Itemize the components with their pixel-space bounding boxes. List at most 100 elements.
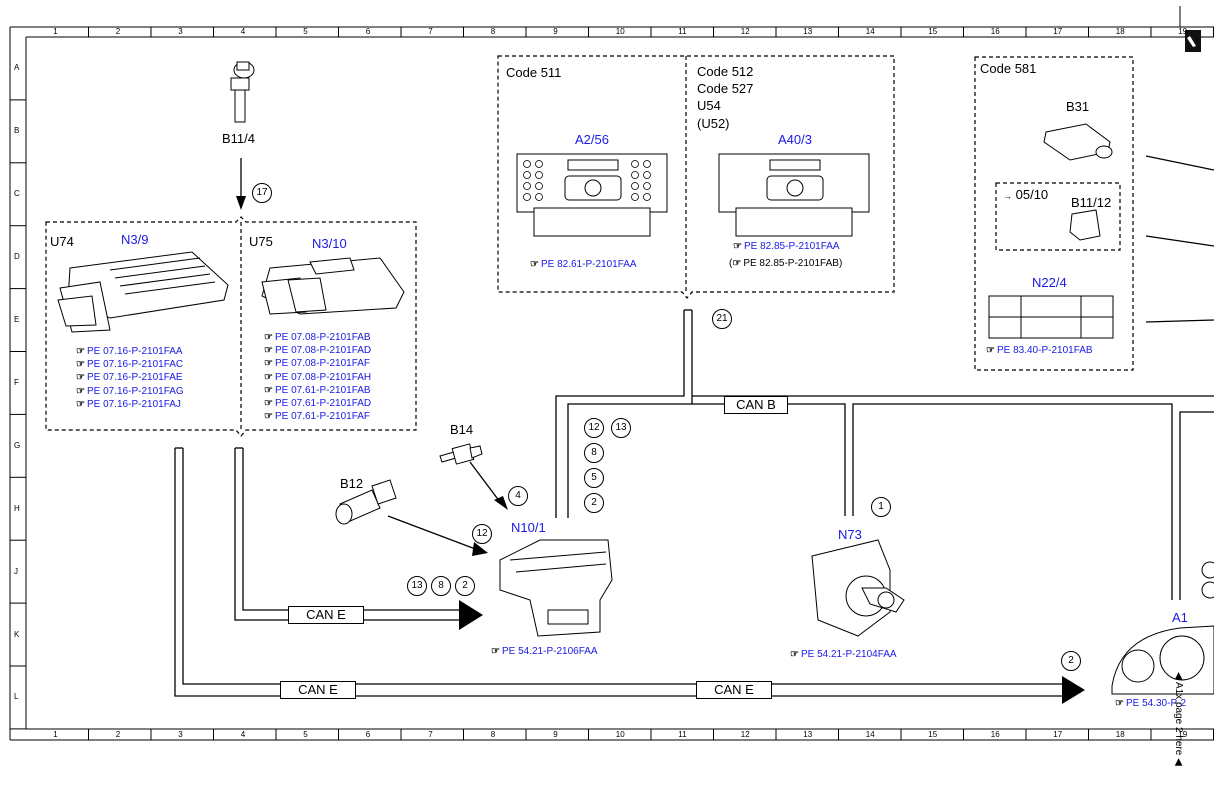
column-number: 11 xyxy=(678,730,687,739)
ref-icon: ☞ xyxy=(264,411,273,423)
callout-2b: 2 xyxy=(455,576,475,596)
column-number: 3 xyxy=(178,730,183,739)
n10-1-module xyxy=(499,539,613,637)
u75-label: U75 xyxy=(249,234,273,249)
n3-9-ref-item[interactable]: ☞PE 07.16-P-2101FAG xyxy=(76,386,184,397)
column-number: 9 xyxy=(553,27,558,36)
n3-10-ref-item[interactable]: ☞PE 07.08-P-2101FAF xyxy=(264,359,370,369)
u74-label: U74 xyxy=(50,234,74,249)
n3-10-label: N3/10 xyxy=(312,236,347,251)
column-number: 14 xyxy=(865,27,875,36)
code-527-label: Code 527 xyxy=(697,81,754,96)
n73-ref[interactable]: ☞PE 54.21-P-2104FAA xyxy=(790,650,897,660)
b12-label: B12 xyxy=(340,476,364,491)
a40-3-ref-alt[interactable]: (☞PE 82.85-P-2101FAB) xyxy=(729,258,843,269)
column-number: 12 xyxy=(740,27,750,36)
a1-label: A1 xyxy=(1172,610,1188,625)
column-number: 6 xyxy=(365,730,371,739)
a1-ref-text: PE 54.30-P-2 xyxy=(1125,698,1187,709)
n22-4-ref[interactable]: ☞PE 83.40-P-2101FAB xyxy=(986,346,1093,356)
a40-3-ref-alt-text: PE 82.85-P-2101FAB xyxy=(743,258,839,269)
column-number: 4 xyxy=(240,730,246,739)
n10-1-label: N10/1 xyxy=(511,520,546,535)
ref-icon: ☞ xyxy=(491,646,500,657)
row-letter: G xyxy=(14,440,21,450)
n3-9-ref-item[interactable]: ☞PE 07.16-P-2101FAJ xyxy=(76,399,181,410)
frame xyxy=(9,6,1214,741)
column-number: 13 xyxy=(803,730,813,739)
column-number: 5 xyxy=(303,730,308,739)
a2-56-label: A2/56 xyxy=(575,132,609,147)
n3-10-ref-item[interactable]: ☞PE 07.08-P-2101FAH xyxy=(264,372,371,383)
row-letter: J xyxy=(14,566,18,576)
a1-ref[interactable]: ☞PE 54.30-P-2 xyxy=(1115,699,1186,709)
n3-10-ref-item[interactable]: ☞PE 07.61-P-2101FAF xyxy=(264,412,370,422)
column-number: 16 xyxy=(990,27,1000,36)
n3-9-ref-item[interactable]: ☞PE 07.16-P-2101FAC xyxy=(76,360,183,370)
n3-10-ref-item[interactable]: ☞PE 07.08-P-2101FAB xyxy=(264,333,371,343)
n10-1-ref[interactable]: ☞PE 54.21-P-2106FAA xyxy=(491,647,598,657)
n3-9-ref-text: PE 07.16-P-2101FAE xyxy=(86,372,183,384)
ref-icon: ☞ xyxy=(76,359,85,371)
n3-10-ref-text: PE 07.61-P-2101FAB xyxy=(274,384,371,396)
ref-icon: ☞ xyxy=(264,384,273,396)
column-ticks xyxy=(88,27,1214,740)
n73-ignition-switch xyxy=(811,539,905,637)
n3-10-ref-text: PE 07.08-P-2101FAD xyxy=(274,345,372,357)
u54-label: U54 xyxy=(697,98,721,113)
ref-icon: ☞ xyxy=(790,649,799,660)
code-511-label: Code 511 xyxy=(506,65,562,80)
column-number: 2 xyxy=(115,730,121,739)
column-number: 15 xyxy=(928,730,938,739)
n3-9-ecu xyxy=(57,251,229,333)
b11-12-label: B11/12 xyxy=(1071,195,1112,210)
row-letter: L xyxy=(14,692,19,702)
column-number: 8 xyxy=(490,27,496,36)
row-letter: E xyxy=(14,315,20,325)
ref-icon: ☞ xyxy=(264,345,273,357)
code-581-sub-label: → 05/10 xyxy=(1003,188,1048,201)
n22-4-label: N22/4 xyxy=(1032,275,1067,290)
n3-9-ref-text: PE 07.16-P-2101FAC xyxy=(86,359,184,371)
n10-1-ref-text: PE 54.21-P-2106FAA xyxy=(501,646,598,657)
column-number: 17 xyxy=(1053,27,1063,36)
n3-9-ref-item[interactable]: ☞PE 07.16-P-2101FAE xyxy=(76,373,183,383)
column-number: 19 xyxy=(1178,730,1188,739)
column-number: 5 xyxy=(303,27,308,36)
callout-13b: 13 xyxy=(407,576,427,596)
b12-sensor xyxy=(335,479,397,525)
column-number: 16 xyxy=(990,730,1000,739)
ref-icon: ☞ xyxy=(76,372,85,384)
b31-sensor xyxy=(1043,123,1113,161)
can-b-label: CAN B xyxy=(724,396,788,414)
callout-1: 1 xyxy=(871,497,891,517)
side-note: ◀ A1x page 2 here ◀ xyxy=(1173,672,1184,766)
side-note-text: A1x page 2 here xyxy=(1173,681,1184,756)
column-number: 10 xyxy=(615,730,625,739)
a2-56-ref[interactable]: ☞PE 82.61-P-2101FAA xyxy=(530,260,637,270)
row-letter: C xyxy=(14,189,20,199)
callout-8b: 8 xyxy=(431,576,451,596)
row-letter: A xyxy=(14,63,20,73)
n73-label: N73 xyxy=(838,527,862,542)
n3-10-ref-text: PE 07.08-P-2101FAF xyxy=(274,358,371,370)
column-number: 18 xyxy=(1115,730,1125,739)
n3-9-ref-item[interactable]: ☞PE 07.16-P-2101FAA xyxy=(76,347,183,357)
can-e-lower-left-label: CAN E xyxy=(280,681,356,699)
b11-4-sensor xyxy=(230,61,255,123)
ref-icon: ☞ xyxy=(264,332,273,343)
callout-2a: 2 xyxy=(584,493,604,513)
ref-icon: ☞ xyxy=(264,398,273,409)
column-number: 9 xyxy=(553,730,558,739)
a40-3-ref[interactable]: ☞PE 82.85-P-2101FAA xyxy=(733,242,840,252)
n3-10-ref-text: PE 07.61-P-2101FAF xyxy=(274,411,371,423)
n3-10-ref-item[interactable]: ☞PE 07.61-P-2101FAD xyxy=(264,399,371,409)
callout-17: 17 xyxy=(252,183,272,203)
b11-12-sensor xyxy=(1069,209,1101,241)
column-number: 2 xyxy=(115,27,121,36)
n3-10-ref-item[interactable]: ☞PE 07.08-P-2101FAD xyxy=(264,346,371,356)
column-number: 7 xyxy=(428,730,433,739)
n3-10-ref-item[interactable]: ☞PE 07.61-P-2101FAB xyxy=(264,384,371,396)
a40-3-ref-text: PE 82.85-P-2101FAA xyxy=(743,241,840,252)
column-number: 10 xyxy=(615,27,625,36)
